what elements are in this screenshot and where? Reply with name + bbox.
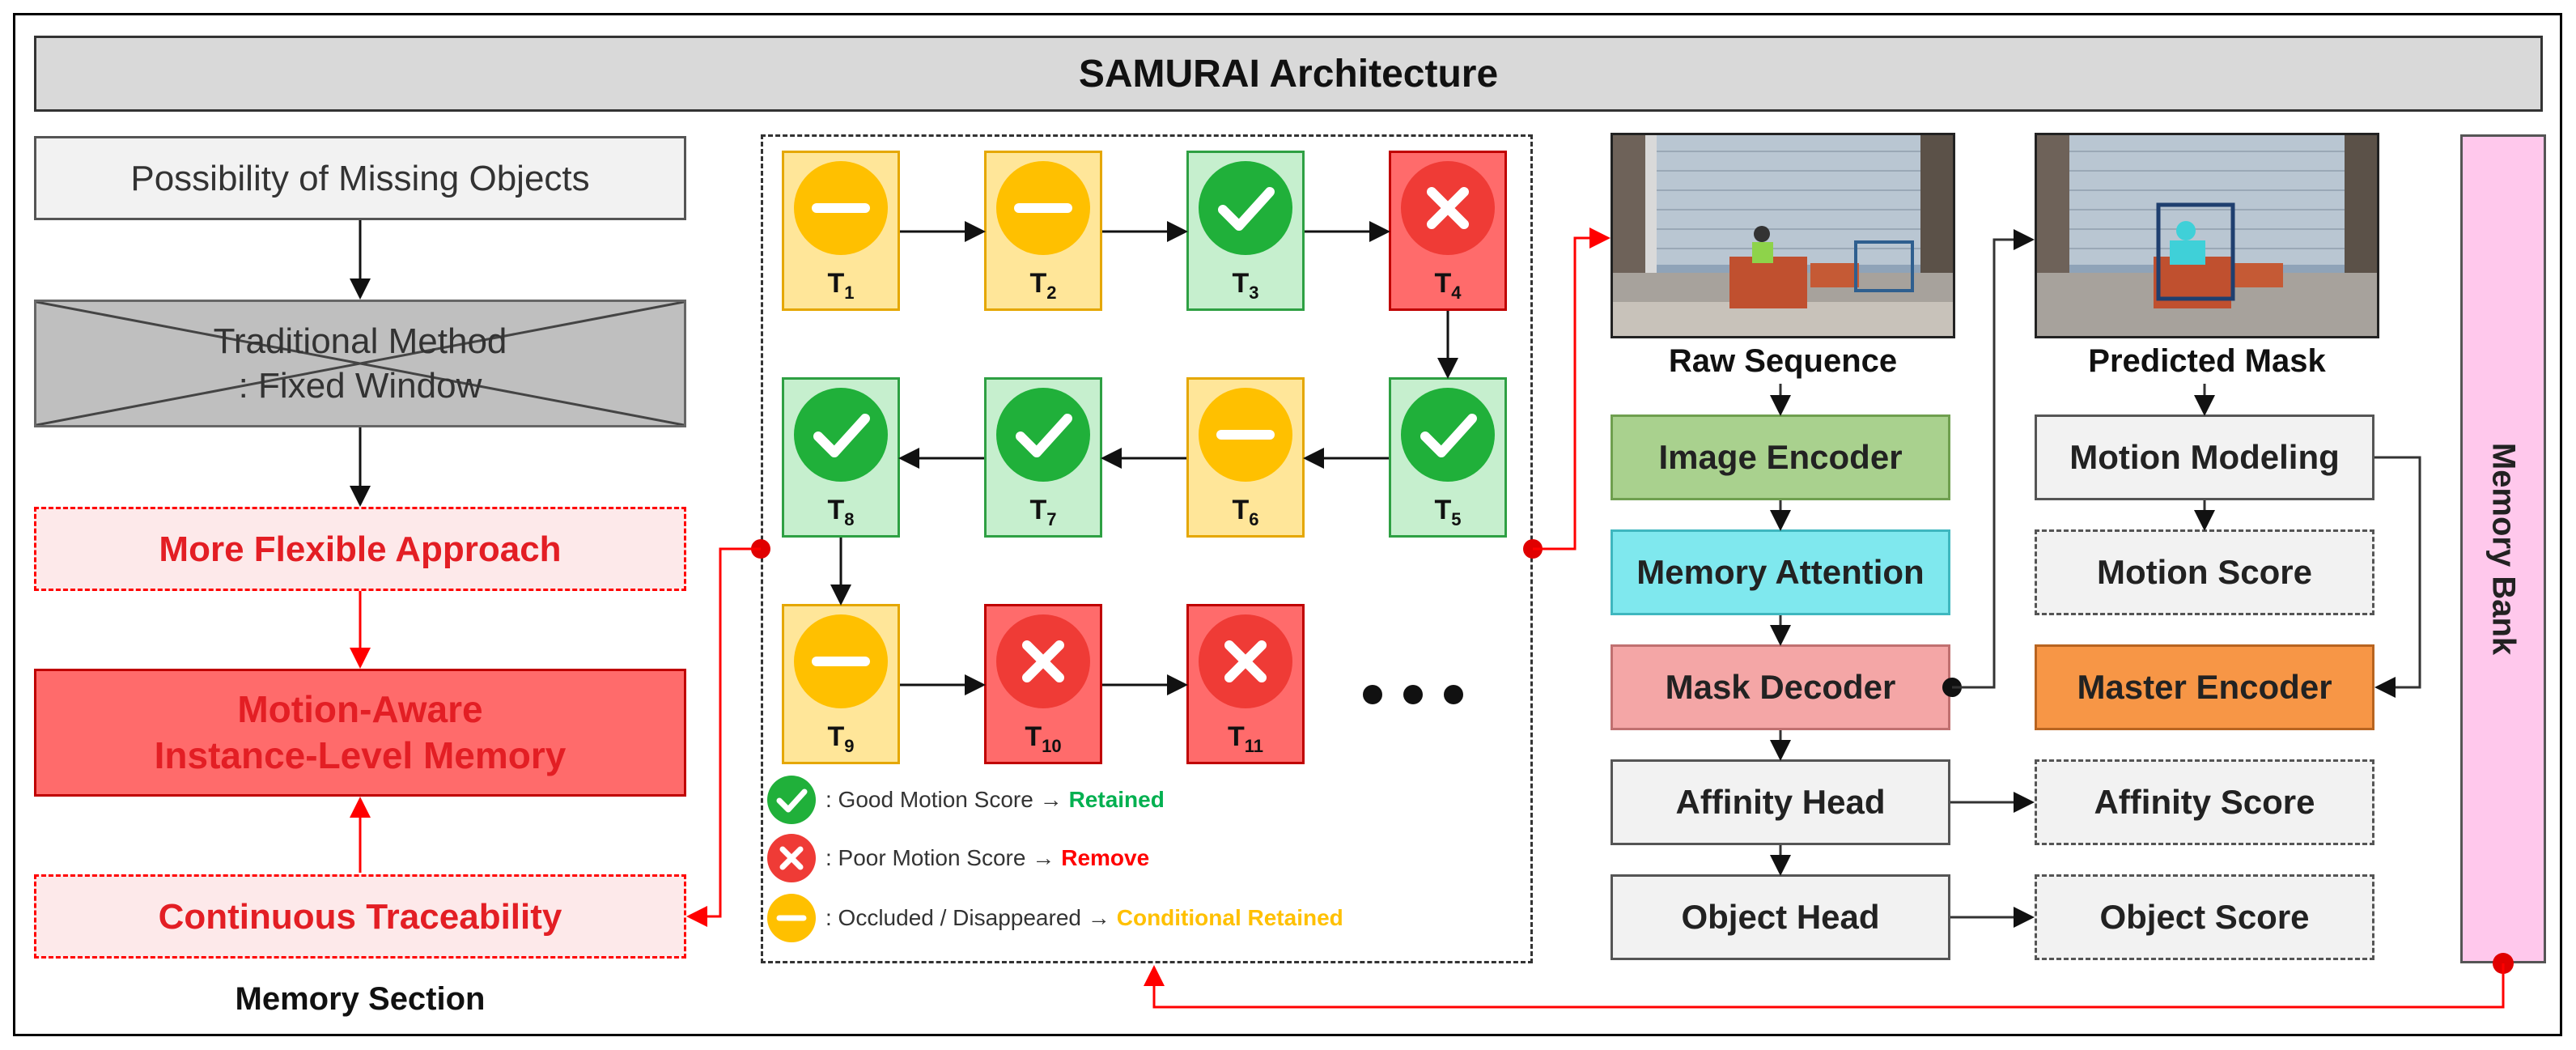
frame-label: T9 — [827, 721, 855, 756]
traditional-line-1: Traditional Method — [213, 321, 507, 361]
minus-icon — [794, 161, 888, 255]
ellipsis-dots — [1363, 685, 1463, 704]
x-icon — [1199, 614, 1292, 708]
diagram-title: SAMURAI Architecture — [34, 36, 2543, 112]
motion-aware-memory-box: Motion-Aware Instance-Level Memory — [34, 669, 686, 797]
object-head-box: Object Head — [1611, 874, 1950, 960]
master-encoder-box: Master Encoder — [2035, 644, 2374, 730]
diagram-frame — [13, 13, 2562, 1036]
frame-card-t10: T10 — [984, 604, 1102, 764]
x-icon — [996, 614, 1090, 708]
check-icon — [1199, 161, 1292, 255]
memory-bank-box: Memory Bank — [2460, 134, 2546, 963]
red-link-to-raw-sequence — [1523, 227, 1611, 559]
frame-label: T10 — [1025, 721, 1062, 756]
motion-modeling-box: Motion Modeling — [2035, 414, 2374, 500]
affinity-score-box: Affinity Score — [2035, 759, 2374, 845]
memory-attention-box: Memory Attention — [1611, 529, 1950, 615]
legend-occluded-text: : Occluded / Disappeared → — [825, 905, 1110, 930]
check-icon — [794, 388, 888, 482]
continuous-traceability-box: Continuous Traceability — [34, 874, 686, 959]
frame-arrows — [830, 221, 1458, 695]
legend-good-result: Retained — [1068, 787, 1165, 812]
legend-good: : Good Motion Score → Retained — [767, 776, 1165, 824]
minus-icon — [794, 614, 888, 708]
minus-icon — [1199, 388, 1292, 482]
pipeline-arrows — [1770, 384, 2215, 876]
red-feedback-loop — [1144, 953, 2514, 1009]
motion-score-box: Motion Score — [2035, 529, 2374, 615]
legend-poor-text: : Poor Motion Score → — [825, 845, 1055, 870]
frame-card-t8: T8 — [782, 377, 900, 538]
predicted-mask-caption: Predicted Mask — [2088, 343, 2326, 379]
frame-label: T7 — [1029, 495, 1057, 529]
traditional-line-2: : Fixed Window — [238, 366, 482, 406]
frame-label: T3 — [1232, 268, 1259, 303]
missing-objects-box: Possibility of Missing Objects — [34, 136, 686, 220]
frame-card-t5: T5 — [1389, 377, 1507, 538]
memory-section-caption: Memory Section — [235, 981, 486, 1017]
flexible-approach-box: More Flexible Approach — [34, 507, 686, 591]
frame-label: T8 — [827, 495, 855, 529]
motion-aware-line-1: Motion-Aware — [237, 687, 483, 730]
motion-aware-line-2: Instance-Level Memory — [154, 734, 567, 776]
motion-to-master-encoder — [2374, 456, 2421, 698]
predicted-mask-image — [2035, 133, 2379, 338]
check-icon — [1401, 388, 1495, 482]
check-icon — [767, 776, 816, 824]
frame-card-t1: T1 — [782, 151, 900, 311]
object-score-box: Object Score — [2035, 874, 2374, 960]
frame-card-t9: T9 — [782, 604, 900, 764]
frame-card-t3: T3 — [1186, 151, 1305, 311]
raw-sequence-image — [1611, 133, 1955, 338]
x-icon — [1401, 161, 1495, 255]
x-icon — [767, 834, 816, 882]
traditional-method-box: Traditional Method : Fixed Window — [34, 300, 686, 427]
frame-label: T5 — [1434, 495, 1462, 529]
minus-icon — [996, 161, 1090, 255]
frame-card-t7: T7 — [984, 377, 1102, 538]
legend-poor-result: Remove — [1061, 845, 1150, 870]
red-link-left — [686, 539, 770, 927]
frame-label: T11 — [1227, 721, 1264, 756]
decoder-to-predicted-mask — [1942, 229, 2035, 697]
warehouse-scene-icon — [1613, 135, 1953, 336]
frame-card-t2: T2 — [984, 151, 1102, 311]
frame-label: T2 — [1029, 268, 1057, 303]
frame-label: T1 — [827, 268, 855, 303]
legend-occluded: : Occluded / Disappeared → Conditional R… — [767, 894, 1343, 942]
frame-card-t6: T6 — [1186, 377, 1305, 538]
image-encoder-box: Image Encoder — [1611, 414, 1950, 500]
cross-out-icon — [36, 302, 684, 425]
frame-card-t11: T11 — [1186, 604, 1305, 764]
frame-label: T6 — [1232, 495, 1259, 529]
check-icon — [996, 388, 1090, 482]
predicted-mask-scene-icon — [2037, 135, 2377, 336]
legend-poor: : Poor Motion Score → Remove — [767, 834, 1149, 882]
legend-occluded-result: Conditional Retained — [1116, 905, 1343, 930]
raw-sequence-caption: Raw Sequence — [1668, 343, 1898, 379]
legend-good-text: : Good Motion Score → — [825, 787, 1063, 812]
frame-label: T4 — [1434, 268, 1462, 303]
frame-card-t4: T4 — [1389, 151, 1507, 311]
minus-icon — [767, 894, 816, 942]
